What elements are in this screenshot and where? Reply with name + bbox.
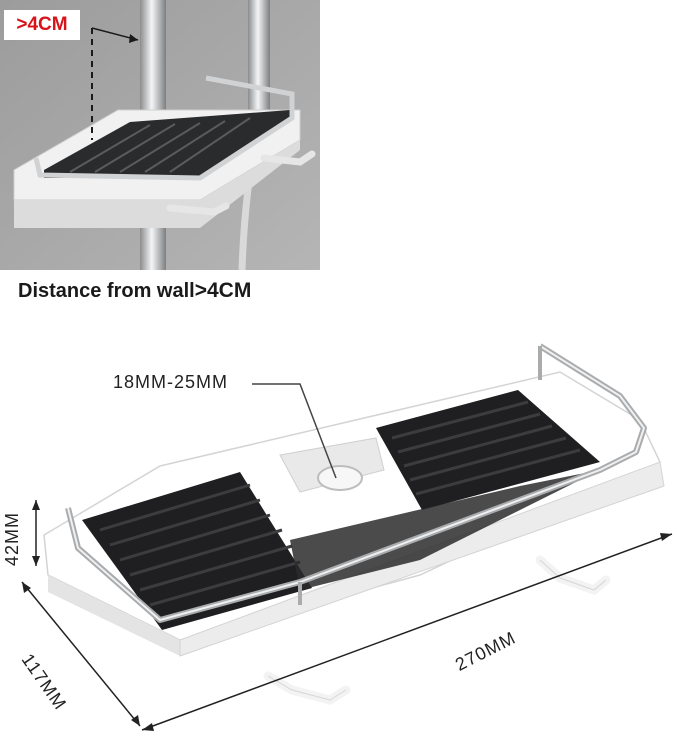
shelf-left-edge: [48, 575, 180, 656]
depth-dimension-line: [21, 581, 141, 727]
shelf-dimension-diagram: [21, 343, 673, 731]
height-label: 42MM: [2, 511, 22, 566]
hook-right: [260, 150, 316, 166]
slot-diameter-label: 18MM-25MM: [113, 372, 229, 392]
right-tray: [376, 390, 600, 510]
installed-shelf-photo: >4CM: [0, 0, 320, 270]
caption-label: Distance from wall: [18, 280, 195, 302]
pole-slot-hole: [317, 465, 363, 491]
distance-caption: Distance from wall>4CM: [18, 278, 318, 304]
left-tray: [82, 472, 312, 630]
shelf-front-edge: [14, 140, 300, 228]
distance-badge: >4CM: [4, 10, 80, 40]
slot-leader-line: [252, 383, 337, 479]
hook-back-outline: [539, 559, 607, 591]
installed-shelf-illustration: [0, 0, 320, 270]
shower-head-pole: [248, 0, 270, 120]
right-tray-slats: [391, 400, 581, 496]
width-dimension-line: [141, 533, 673, 731]
left-tray-slats: [99, 483, 301, 607]
caption-value: >4CM: [194, 279, 252, 302]
distance-arrowhead: [129, 34, 138, 43]
pole-slot-plate: [279, 437, 385, 493]
hook-back: [535, 555, 611, 596]
chrome-rail-highlight: [67, 345, 645, 621]
hook-front-outline: [267, 675, 347, 701]
hook-left: [166, 202, 230, 216]
chrome-rail: [33, 75, 295, 181]
